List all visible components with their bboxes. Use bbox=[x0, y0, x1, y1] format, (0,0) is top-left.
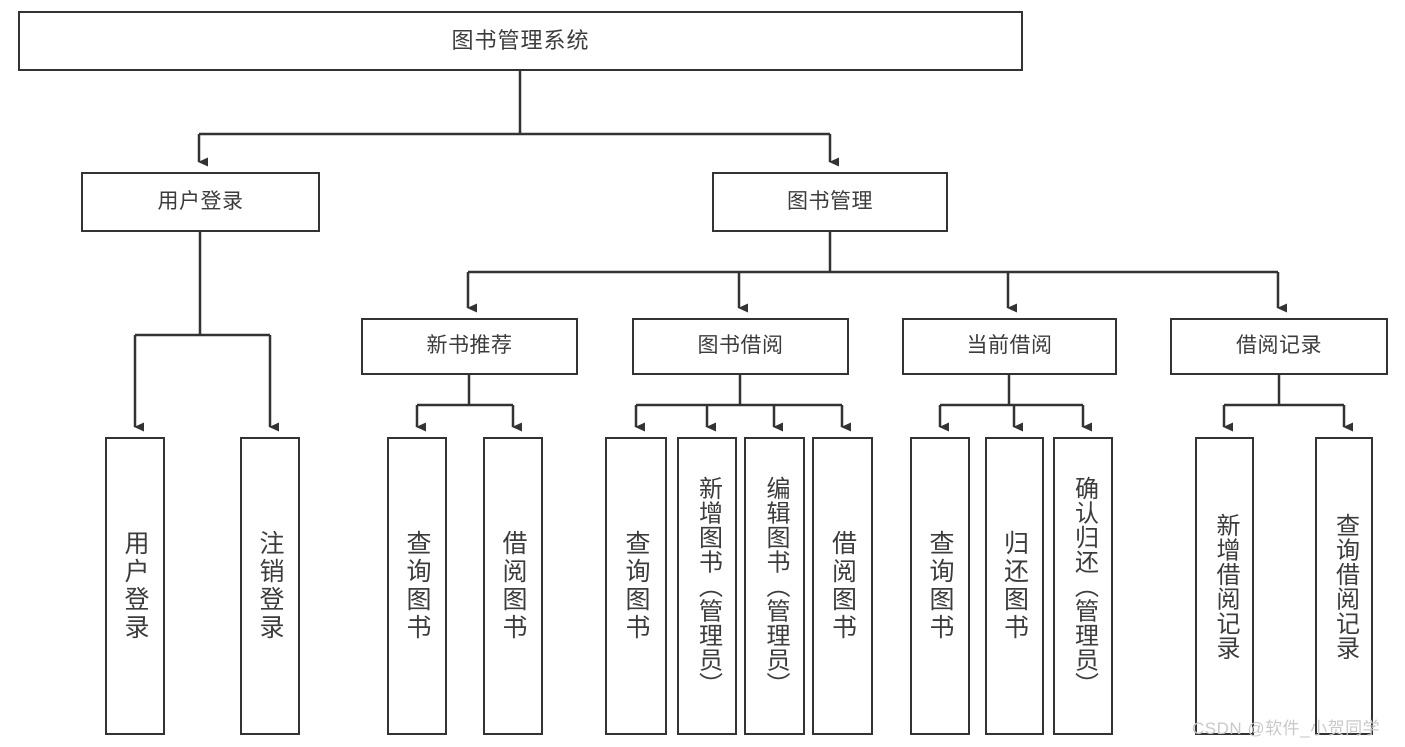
node-leaf-user-login[interactable]: 用户登录 bbox=[105, 437, 165, 735]
csdn-watermark: CSDN @软件_小贺同学 bbox=[1192, 719, 1381, 738]
node-book-manage[interactable]: 图书管理 bbox=[712, 172, 948, 232]
connector-newbook-to-leaves bbox=[415, 375, 522, 432]
node-leaf-edit-book[interactable]: 编辑图书（管理员） bbox=[744, 437, 805, 735]
connector-currentborrow-to-leaves bbox=[938, 375, 1092, 432]
node-leaf-logout[interactable]: 注销登录 bbox=[240, 437, 300, 735]
node-leaf-query-book-2[interactable]: 查询图书 bbox=[605, 437, 667, 735]
node-book-borrow-label: 图书借阅 bbox=[697, 334, 784, 358]
node-leaf-edit-book-label: 编辑图书（管理员） bbox=[761, 475, 789, 697]
node-leaf-add-record-label: 新增借阅记录 bbox=[1211, 512, 1239, 660]
node-leaf-query-record[interactable]: 查询借阅记录 bbox=[1315, 437, 1373, 735]
node-leaf-confirm-return[interactable]: 确认归还（管理员） bbox=[1053, 437, 1113, 735]
node-leaf-logout-label: 注销登录 bbox=[256, 530, 284, 642]
node-user-login-label: 用户登录 bbox=[157, 189, 244, 213]
node-leaf-return-book-label: 归还图书 bbox=[1000, 530, 1029, 642]
node-leaf-borrow-book-1-label: 借阅图书 bbox=[499, 530, 527, 642]
node-leaf-query-book-1[interactable]: 查询图书 bbox=[387, 437, 447, 735]
node-leaf-borrow-book-2[interactable]: 借阅图书 bbox=[812, 437, 873, 735]
node-root-label: 图书管理系统 bbox=[451, 28, 590, 54]
node-leaf-return-book[interactable]: 归还图书 bbox=[985, 437, 1044, 735]
connector-userlogin-to-leaves bbox=[133, 232, 279, 432]
connector-borrowrecord-to-leaves bbox=[1222, 375, 1353, 432]
node-leaf-query-record-label: 查询借阅记录 bbox=[1331, 512, 1359, 660]
node-leaf-borrow-book-1[interactable]: 借阅图书 bbox=[483, 437, 543, 735]
node-leaf-add-record[interactable]: 新增借阅记录 bbox=[1195, 437, 1254, 735]
connector-root-to-level2 bbox=[197, 71, 839, 167]
node-leaf-confirm-return-label: 确认归还（管理员） bbox=[1070, 475, 1098, 697]
node-root[interactable]: 图书管理系统 bbox=[18, 11, 1023, 71]
node-leaf-add-book-label: 新增图书（管理员） bbox=[694, 475, 722, 697]
node-borrow-record-label: 借阅记录 bbox=[1236, 334, 1322, 358]
node-new-book-rec-label: 新书推荐 bbox=[426, 334, 513, 358]
node-leaf-user-login-label: 用户登录 bbox=[121, 530, 149, 642]
node-leaf-query-book-3-label: 查询图书 bbox=[926, 530, 954, 642]
node-book-borrow[interactable]: 图书借阅 bbox=[632, 318, 849, 375]
node-leaf-query-book-3[interactable]: 查询图书 bbox=[910, 437, 970, 735]
node-current-borrow-label: 当前借阅 bbox=[966, 334, 1053, 358]
node-user-login[interactable]: 用户登录 bbox=[81, 172, 320, 232]
node-leaf-query-book-2-label: 查询图书 bbox=[622, 530, 650, 642]
node-leaf-add-book[interactable]: 新增图书（管理员） bbox=[677, 437, 737, 735]
connector-bookborrow-to-leaves bbox=[634, 375, 851, 432]
node-new-book-rec[interactable]: 新书推荐 bbox=[361, 318, 578, 375]
connector-bookmanage-to-level3 bbox=[466, 232, 1287, 313]
node-leaf-borrow-book-2-label: 借阅图书 bbox=[828, 530, 857, 642]
node-leaf-query-book-1-label: 查询图书 bbox=[403, 530, 431, 642]
node-book-manage-label: 图书管理 bbox=[787, 189, 873, 213]
node-borrow-record[interactable]: 借阅记录 bbox=[1170, 318, 1388, 375]
node-current-borrow[interactable]: 当前借阅 bbox=[902, 318, 1117, 375]
